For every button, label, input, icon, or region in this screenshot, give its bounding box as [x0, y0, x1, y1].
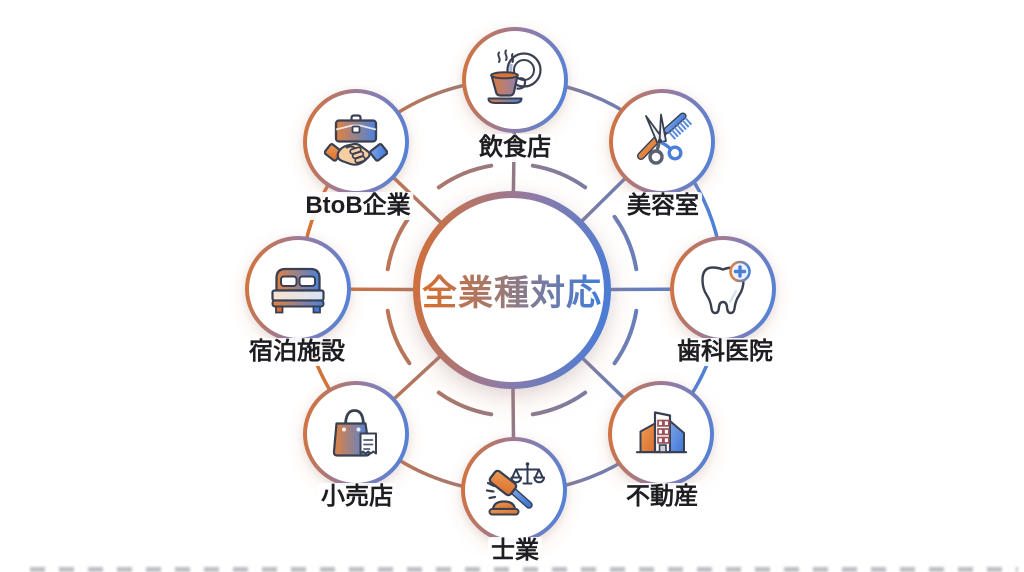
center-title: 全業種対応	[422, 265, 602, 316]
node-real-estate	[608, 381, 714, 487]
bed-icon	[271, 267, 325, 314]
tooth-icon	[701, 260, 751, 315]
shopping-bag-icon	[332, 409, 377, 457]
building-icon	[635, 411, 688, 454]
label-real-estate: 不動産	[623, 483, 701, 511]
node-accommodation	[245, 236, 351, 342]
node-restaurant	[462, 27, 568, 133]
node-retail-store	[303, 381, 409, 487]
node-btob-company	[303, 89, 409, 195]
node-dental-clinic	[670, 236, 776, 342]
node-beauty-salon	[609, 89, 715, 195]
label-retail-store: 小売店	[318, 483, 396, 511]
label-dental-clinic: 歯科医院	[674, 338, 776, 366]
center-hub-inner: 全業種対応	[420, 198, 604, 382]
cropped-footer-artifact	[30, 567, 1018, 572]
gavel-scales-icon	[485, 462, 545, 516]
label-accommodation: 宿泊施設	[246, 338, 348, 366]
label-beauty-salon: 美容室	[624, 192, 702, 220]
label-restaurant: 飲食店	[476, 134, 554, 162]
label-professional-services: 士業	[488, 537, 542, 565]
coffee-cup-icon	[487, 49, 542, 104]
briefcase-handshake-icon	[324, 114, 388, 166]
label-btob-company: BtoB企業	[302, 192, 414, 220]
node-professional-services	[461, 437, 567, 543]
center-hub-circle: 全業種対応	[413, 191, 611, 389]
scissors-comb-icon	[637, 112, 693, 165]
